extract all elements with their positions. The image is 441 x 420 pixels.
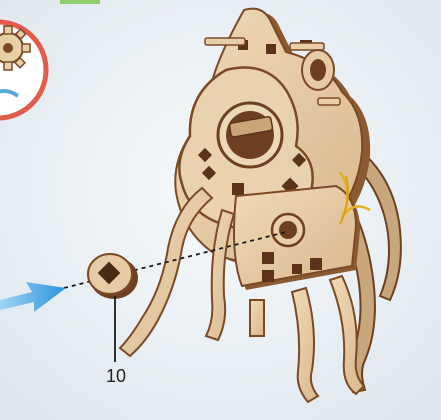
header-strip-fragment	[60, 0, 100, 4]
part-number-label: 10	[101, 366, 131, 387]
